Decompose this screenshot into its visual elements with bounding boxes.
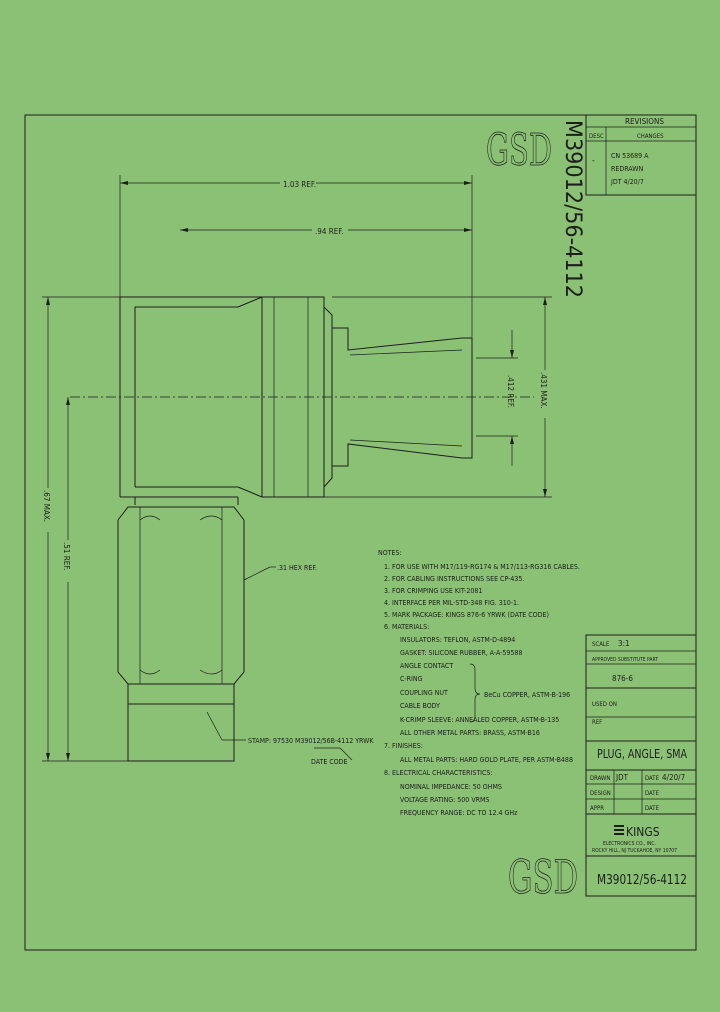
note-line: 4. INTERFACE PER MIL-STD-348 FIG. 310-1. xyxy=(384,599,519,607)
revisions-line: REDRAWN xyxy=(611,165,643,173)
stamp-note: STAMP: 97530 M39012/56B-4112 YRWK xyxy=(248,737,374,745)
materials-brace xyxy=(469,663,481,723)
note-line: GASKET: SILICONE RUBBER, A-A-59588 xyxy=(400,649,522,657)
revisions-title: REVISIONS xyxy=(625,117,664,126)
dim-0-67: .67 MAX. xyxy=(42,490,51,522)
ref-label: REF xyxy=(592,719,602,726)
note-line: 8. ELECTRICAL CHARACTERISTICS: xyxy=(384,769,493,777)
note-line: INSULATORS: TEFLON, ASTM-D-4894 xyxy=(400,636,515,644)
revisions-line: JDT 4/20/7 xyxy=(610,178,644,186)
drawn-value: JDT xyxy=(615,773,629,782)
revisions-block: REVISIONS DESC CHANGES - CN 53689 A REDR… xyxy=(585,114,697,196)
scale-value: 3:1 xyxy=(618,639,630,648)
note-line: 6. MATERIALS: xyxy=(384,623,429,631)
dim-0-412: .412 REF. xyxy=(506,375,515,408)
dim-0-51: .51 REF. xyxy=(62,542,71,570)
note-line: 1. FOR USE WITH M17/119-RG174 & M17/113-… xyxy=(384,563,580,571)
revisions-line: CN 53689 A xyxy=(611,152,649,160)
date-code-note: DATE CODE xyxy=(311,758,348,766)
dim-hex: .31 HEX REF. xyxy=(277,564,317,572)
note-line: ANGLE CONTACT xyxy=(400,662,453,670)
note-line: 7. FINISHES: xyxy=(384,742,423,750)
dim-1-03: 1.03 REF. xyxy=(283,180,316,189)
note-line: FREQUENCY RANGE: DC TO 12.4 GHz xyxy=(400,809,518,817)
logo-bottom: GSD xyxy=(508,850,578,904)
note-line: VOLTAGE RATING: 500 VRMS xyxy=(400,796,489,804)
note-line: K-CRIMP SLEEVE: ANNEALED COPPER, ASTM-B-… xyxy=(400,716,559,724)
kings-logo-icon xyxy=(614,825,624,835)
note-line: ALL OTHER METAL PARTS: BRASS, ASTM-B16 xyxy=(400,729,540,737)
scale-label: SCALE xyxy=(592,641,610,648)
revisions-col-changes: CHANGES xyxy=(637,133,664,140)
drawn-label: DRAWN xyxy=(590,775,610,782)
drawing-title: PLUG, ANGLE, SMA xyxy=(597,747,688,761)
date-label: DATE xyxy=(645,775,660,782)
note-line: 5. MARK PACKAGE: KINGS 876-6 YRWK (DATE … xyxy=(384,611,549,619)
bracket-material: BeCu COPPER, ASTM-B-196 xyxy=(484,691,570,699)
part-number: M39012/56-4112 xyxy=(597,873,687,888)
company-line-2: ROCKY HILL, NJ TUCKAHOE, NY 10707 xyxy=(592,848,677,854)
approved-value: 876-6 xyxy=(612,674,633,683)
note-line: 3. FOR CRIMPING USE KIT-2081 xyxy=(384,587,482,595)
revisions-col-desc: DESC xyxy=(589,133,604,140)
design-label: DESIGN xyxy=(590,790,611,797)
cable-body xyxy=(332,327,473,467)
note-line: 2. FOR CABLING INSTRUCTIONS SEE CP-435. xyxy=(384,575,524,583)
used-on-label: USED ON xyxy=(592,701,617,708)
note-line: CABLE BODY xyxy=(400,702,440,710)
approved-label: APPROVED SUBSTITUTE PART xyxy=(592,657,658,663)
revisions-rev-letter: - xyxy=(592,156,595,165)
note-line: C-RING xyxy=(400,675,423,683)
date-label: DATE xyxy=(645,790,660,797)
company-line-1: ELECTRONICS CO., INC. xyxy=(603,841,656,847)
company-name: KINGS xyxy=(626,825,660,839)
notes-block: NOTES: 1. FOR USE WITH M17/119-RG174 & M… xyxy=(378,549,580,817)
sheet-border xyxy=(24,114,697,951)
dim-0-431: .431 MAX. xyxy=(539,372,548,409)
note-line: ALL METAL PARTS: HARD GOLD PLATE, PER AS… xyxy=(400,756,573,764)
dim-0-94: .94 REF. xyxy=(315,227,343,236)
logo-top: GSD xyxy=(486,125,552,176)
title-block: SCALE 3:1 APPROVED SUBSTITUTE PART 876-6… xyxy=(585,634,697,897)
part-number-vertical: M39012/56-4112 xyxy=(560,120,585,298)
appr-label: APPR xyxy=(590,805,604,812)
note-line: NOMINAL IMPEDANCE: 50 OHMS xyxy=(400,783,502,791)
date-value: 4/20/7 xyxy=(662,773,685,782)
note-line: COUPLING NUT xyxy=(400,689,448,697)
notes-title: NOTES: xyxy=(378,549,402,557)
date-label: DATE xyxy=(645,805,660,812)
hex-nut xyxy=(117,506,245,685)
connector-drawing: 1.03 REF. .94 REF. .412 REF. .431 MAX. .… xyxy=(40,175,554,766)
